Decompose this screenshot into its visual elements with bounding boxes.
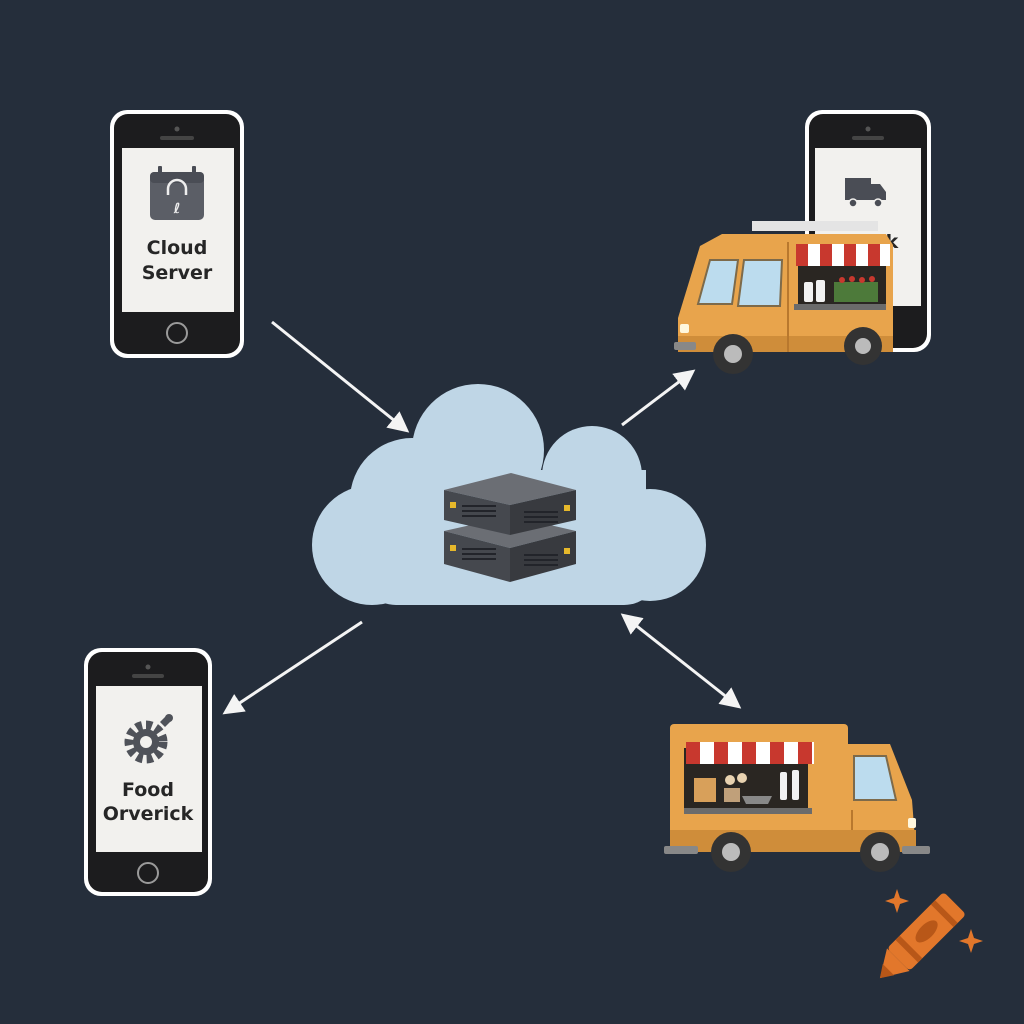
arrow-cloud-truck-bottom-bidirectional [620, 613, 742, 709]
awning-bottom [686, 742, 814, 764]
arrow-cloud-to-truck-top [621, 369, 696, 427]
arrow-cloud-to-phone-bottom [222, 620, 363, 715]
connection-arrows [222, 320, 742, 715]
cloud-server-icon [312, 384, 706, 605]
phone-top-left-line2: Server [142, 262, 213, 284]
calendar-lock-icon: ℓ [150, 166, 204, 220]
phone-bottom-left-line2: Orverick [103, 803, 194, 825]
server-stack [444, 473, 576, 582]
gear-icon [124, 714, 173, 764]
arrow-phone-to-cloud [271, 320, 410, 433]
awning-top [796, 244, 890, 266]
svg-text:ℓ: ℓ [173, 201, 181, 217]
delivery-truck-icon [845, 178, 886, 208]
phone-top-left: ℓ Cloud Server [110, 110, 244, 358]
phone-bottom-left: Food Orverick [84, 648, 212, 896]
phone-top-left-line1: Cloud [147, 237, 208, 259]
crayon-icon [879, 889, 983, 979]
food-truck-top-right [674, 221, 893, 374]
phone-bottom-left-line1: Food [122, 779, 174, 801]
food-truck-bottom-right [664, 724, 930, 872]
